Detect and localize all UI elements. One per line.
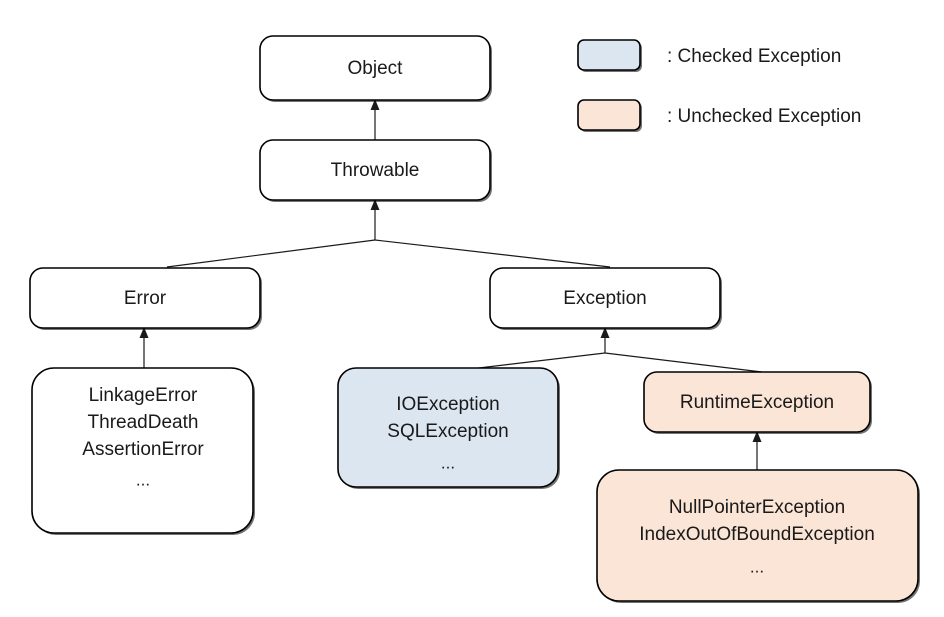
node-exception-label: Exception (563, 288, 646, 309)
node-error-subclasses-ellipsis: ... (136, 470, 150, 489)
legend: : Checked Exception : Unchecked Exceptio… (577, 39, 861, 132)
edge-throwable-to-object (370, 99, 380, 140)
node-error[interactable]: Error (29, 267, 262, 330)
node-error-label: Error (124, 288, 167, 309)
legend-swatch-unchecked (577, 99, 641, 131)
node-exception[interactable]: Exception (489, 267, 722, 330)
edge-exception-to-children (461, 327, 763, 373)
legend-label-checked: : Checked Exception (667, 46, 841, 67)
node-checked-exceptions[interactable]: IOException SQLException ... (337, 367, 560, 489)
edge-runtimesub-to-runtime (752, 431, 762, 470)
node-checked-exceptions-line1: IOException (396, 394, 500, 415)
legend-item-checked: : Checked Exception (577, 39, 841, 72)
node-runtime-subclasses[interactable]: NullPointerException IndexOutOfBoundExce… (596, 469, 920, 603)
edge-throwable-to-children (166, 199, 611, 268)
node-object-label: Object (348, 58, 404, 79)
legend-item-unchecked: : Unchecked Exception (577, 99, 861, 132)
node-error-subclasses-line3: AssertionError (82, 439, 204, 460)
node-error-subclasses[interactable]: LinkageError ThreadDeath AssertionError … (31, 367, 255, 535)
node-checked-exceptions-ellipsis: ... (441, 453, 455, 472)
legend-swatch-checked (577, 39, 641, 71)
node-throwable[interactable]: Throwable (259, 139, 492, 202)
edges-group (139, 99, 763, 470)
node-error-subclasses-line2: ThreadDeath (88, 412, 199, 433)
node-runtime-subclasses-ellipsis: ... (750, 557, 764, 576)
node-throwable-label: Throwable (331, 160, 420, 181)
node-object[interactable]: Object (259, 35, 492, 102)
node-runtime-subclasses-line2: IndexOutOfBoundException (639, 524, 875, 545)
legend-label-unchecked: : Unchecked Exception (667, 106, 861, 127)
node-runtime-exception-label: RuntimeException (680, 392, 834, 413)
node-checked-exceptions-line2: SQLException (387, 421, 508, 442)
node-error-subclasses-line1: LinkageError (89, 385, 198, 406)
edge-errorsub-to-error (139, 327, 149, 368)
node-runtime-exception[interactable]: RuntimeException (643, 371, 872, 434)
node-runtime-subclasses-line1: NullPointerException (669, 497, 845, 518)
